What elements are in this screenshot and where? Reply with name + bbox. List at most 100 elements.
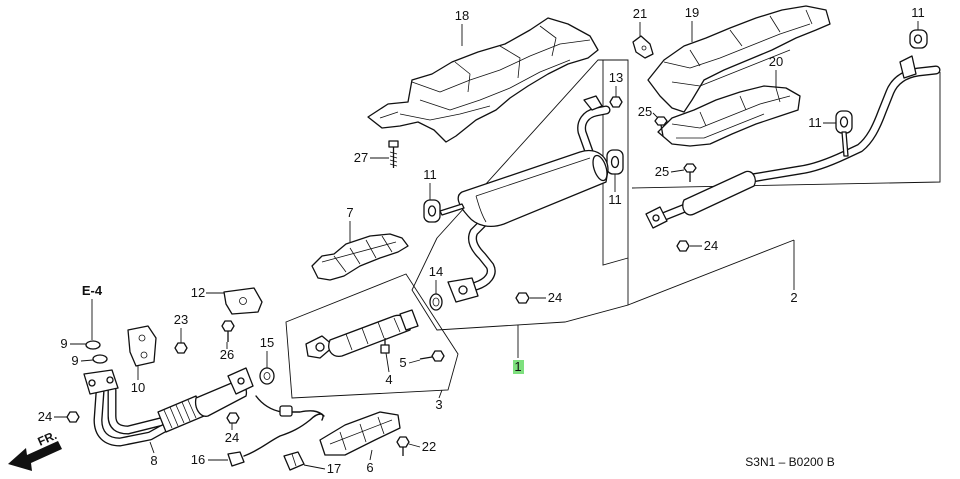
frame-part-3 bbox=[285, 273, 459, 399]
callout-11-right[interactable]: 11 bbox=[808, 115, 822, 130]
pipe-8-branch-b-inner bbox=[108, 386, 164, 434]
bolt-5-shank bbox=[419, 356, 433, 360]
bolt-22 bbox=[396, 436, 410, 456]
drawing-code: S3N1 – B0200 B bbox=[745, 455, 834, 469]
muffler-tailpipe-inner bbox=[578, 106, 610, 164]
bolt-26 bbox=[221, 320, 235, 342]
callout-9-lower[interactable]: 9 bbox=[71, 353, 78, 368]
oxygen-sensor-16 bbox=[227, 395, 325, 467]
pipe-8-manifold-flange bbox=[83, 369, 119, 395]
front-arrow-icon bbox=[8, 441, 62, 471]
washer-15-ring bbox=[259, 367, 275, 385]
callout-7[interactable]: 7 bbox=[346, 205, 353, 220]
clip-17-tab bbox=[291, 453, 297, 467]
nut-13 bbox=[609, 96, 623, 108]
bracket-12 bbox=[223, 287, 263, 315]
converter-3-outlet-flange bbox=[399, 309, 419, 331]
gasket-14-hole bbox=[432, 297, 440, 307]
muffler-flange-hole bbox=[458, 285, 468, 295]
reference-e4[interactable]: E-4 bbox=[82, 283, 103, 298]
callout-10[interactable]: 10 bbox=[131, 380, 145, 395]
bolt-27-head bbox=[388, 140, 399, 148]
callout-11-left[interactable]: 11 bbox=[423, 167, 437, 182]
sensor-16-wire bbox=[243, 413, 324, 457]
callout-3[interactable]: 3 bbox=[435, 397, 442, 412]
bracket-10-outline bbox=[127, 325, 157, 367]
callout-4[interactable]: 4 bbox=[385, 372, 392, 387]
callout-13[interactable]: 13 bbox=[609, 70, 623, 85]
callout-15[interactable]: 15 bbox=[260, 335, 274, 350]
washer-15-hole bbox=[263, 372, 271, 380]
nut-24-resonator bbox=[676, 240, 690, 252]
callout-9-upper[interactable]: 9 bbox=[60, 336, 67, 351]
muffler-body bbox=[457, 150, 609, 227]
callout-22[interactable]: 22 bbox=[422, 439, 436, 454]
callout-18[interactable]: 18 bbox=[455, 8, 469, 23]
bracket-21 bbox=[632, 35, 654, 59]
callout-24-converter[interactable]: 24 bbox=[225, 430, 239, 445]
callout-1[interactable]: 1 bbox=[514, 359, 521, 374]
exhaust-pipe-8 bbox=[83, 367, 254, 447]
gasket-9-upper bbox=[85, 340, 101, 350]
bolt-25-upper bbox=[654, 116, 668, 137]
callout-25-upper[interactable]: 25 bbox=[638, 104, 652, 119]
callout-6[interactable]: 6 bbox=[366, 460, 373, 475]
bracket-10-hole-upper bbox=[138, 334, 146, 342]
gasket-14-ring bbox=[429, 293, 443, 311]
callout-23[interactable]: 23 bbox=[174, 312, 188, 327]
nut-4 bbox=[380, 338, 390, 354]
hanger-11-center bbox=[606, 149, 624, 175]
callout-24-resonator[interactable]: 24 bbox=[704, 238, 718, 253]
callout-24-muffler[interactable]: 24 bbox=[548, 290, 562, 305]
callout-12[interactable]: 12 bbox=[191, 285, 205, 300]
bolt-26-head bbox=[221, 320, 235, 332]
heat-shield-19-ribs bbox=[663, 9, 813, 87]
bolt-27 bbox=[388, 140, 399, 168]
resonator-hanger-rod bbox=[841, 131, 849, 157]
bracket-10-hole-lower bbox=[140, 351, 148, 359]
callout-leaders bbox=[54, 21, 919, 470]
converter-3-body bbox=[328, 314, 411, 357]
muffler-inlet-pipe-inner bbox=[469, 214, 495, 290]
hanger-11-center-hole bbox=[610, 155, 620, 169]
callout-19[interactable]: 19 bbox=[685, 5, 699, 20]
sensor-16-body bbox=[227, 451, 245, 467]
callout-17[interactable]: 17 bbox=[327, 461, 341, 476]
bracket-21-hole bbox=[641, 45, 647, 51]
gasket-14 bbox=[429, 293, 443, 311]
resonator-body bbox=[682, 170, 756, 216]
resonator-rear-pipe-inner bbox=[748, 66, 940, 182]
callout-25-lower[interactable]: 25 bbox=[655, 164, 669, 179]
hanger-11-top-hole bbox=[913, 34, 923, 44]
callout-14[interactable]: 14 bbox=[429, 264, 443, 279]
callout-20[interactable]: 20 bbox=[769, 54, 783, 69]
bracket-12-hole bbox=[239, 297, 247, 305]
converter-3-ribs bbox=[345, 317, 401, 351]
bolt-27-thread bbox=[389, 151, 398, 167]
tailpipe-hanger-bracket bbox=[583, 95, 603, 111]
bolt-5-head bbox=[431, 350, 445, 362]
converter-shield-7-ribs bbox=[321, 235, 397, 273]
callout-11-center[interactable]: 11 bbox=[608, 192, 622, 207]
callout-24-manifold[interactable]: 24 bbox=[38, 409, 52, 424]
callout-11-top[interactable]: 11 bbox=[911, 5, 925, 20]
heat-shield-6 bbox=[319, 411, 401, 456]
callout-5[interactable]: 5 bbox=[399, 355, 406, 370]
heat-shield-20-ribs bbox=[671, 87, 791, 139]
muffler-end-cap bbox=[592, 154, 608, 182]
bracket-12-outline bbox=[223, 287, 263, 315]
callout-27[interactable]: 27 bbox=[354, 150, 368, 165]
converter-3-flange-hole bbox=[315, 342, 325, 352]
hanger-11-left-hole bbox=[427, 205, 437, 217]
callout-21[interactable]: 21 bbox=[633, 6, 647, 21]
nut-24-converter bbox=[226, 412, 240, 424]
callout-2[interactable]: 2 bbox=[790, 290, 797, 305]
callout-26[interactable]: 26 bbox=[220, 347, 234, 362]
washer-15 bbox=[259, 367, 275, 385]
bolt-5 bbox=[419, 350, 445, 362]
callout-8[interactable]: 8 bbox=[150, 453, 157, 468]
heat-shield-18-ribs bbox=[379, 25, 591, 121]
front-direction-arrow: FR. bbox=[8, 428, 62, 471]
callout-16[interactable]: 16 bbox=[191, 452, 205, 467]
